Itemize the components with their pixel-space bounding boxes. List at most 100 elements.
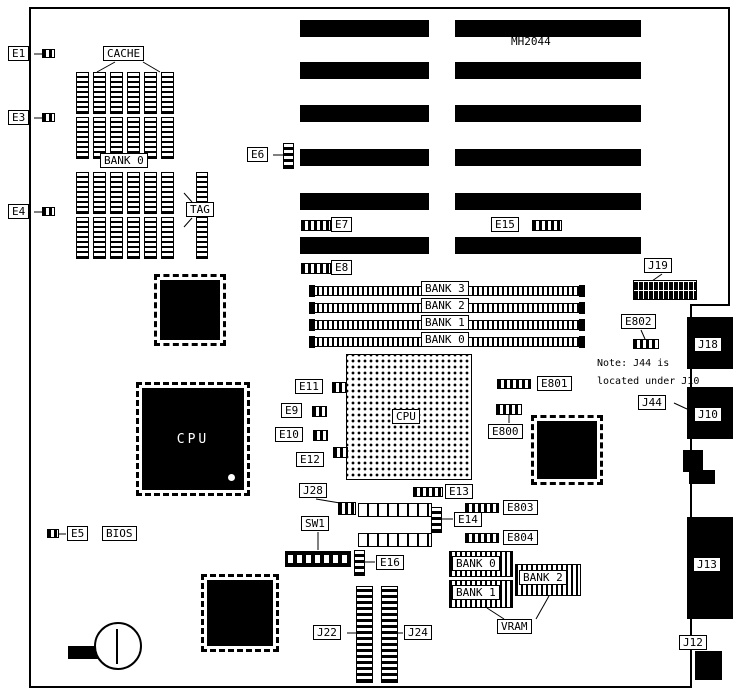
cache-chip bbox=[161, 72, 174, 114]
dip-switch-sw1 bbox=[285, 551, 351, 567]
jumper-e10 bbox=[313, 430, 328, 441]
label-e15: E15 bbox=[491, 217, 519, 232]
jumper-e14 bbox=[431, 507, 442, 533]
pin-header bbox=[358, 533, 432, 547]
isa-slot bbox=[300, 149, 429, 166]
simm-bank2-label: BANK 2 bbox=[421, 298, 469, 313]
isa-slot bbox=[455, 193, 641, 210]
label-j13: J13 bbox=[693, 557, 721, 572]
label-j44: J44 bbox=[638, 395, 666, 410]
battery-clip bbox=[68, 646, 98, 659]
jumper-e11 bbox=[332, 382, 347, 393]
isa-slot bbox=[455, 105, 641, 122]
label-e16: E16 bbox=[376, 555, 404, 570]
cache-chip bbox=[76, 217, 89, 259]
simm-bank0-label: BANK 0 bbox=[421, 332, 469, 347]
cache-chip bbox=[161, 172, 174, 214]
cpu-chip-qfp: CPU bbox=[136, 382, 250, 496]
label-bios: BIOS bbox=[102, 526, 137, 541]
cache-chip bbox=[93, 72, 106, 114]
edge-connector-small bbox=[683, 450, 703, 472]
cache-chip bbox=[161, 217, 174, 259]
label-e4: E4 bbox=[8, 204, 30, 219]
label-e801: E801 bbox=[537, 376, 572, 391]
note-line2: located under J10 bbox=[597, 376, 700, 387]
cache-chip bbox=[110, 217, 123, 259]
cache-chip bbox=[127, 172, 140, 214]
jumper-e13 bbox=[413, 487, 443, 497]
jumper-e8 bbox=[301, 263, 331, 274]
edge-connector-small bbox=[689, 470, 715, 484]
jumper-e15 bbox=[532, 220, 562, 231]
label-j28: J28 bbox=[299, 483, 327, 498]
qfp-chip bbox=[154, 274, 226, 346]
jumper-e3 bbox=[42, 113, 55, 122]
label-j19: J19 bbox=[644, 258, 672, 273]
label-e803: E803 bbox=[503, 500, 538, 515]
label-j12: J12 bbox=[679, 635, 707, 650]
jumper-e802 bbox=[633, 339, 659, 349]
label-e1: E1 bbox=[8, 46, 30, 61]
cpu-left-label: CPU bbox=[176, 431, 210, 447]
cache-chip bbox=[110, 72, 123, 114]
label-vram-bank0: BANK 0 bbox=[452, 556, 500, 571]
qfp-chip bbox=[531, 415, 603, 485]
label-e802: E802 bbox=[621, 314, 656, 329]
cache-chip bbox=[76, 72, 89, 114]
cache-chip bbox=[93, 117, 106, 159]
board-model: MH2044 bbox=[511, 35, 551, 48]
jumper-e804 bbox=[465, 533, 499, 543]
label-e7: E7 bbox=[331, 217, 353, 232]
simm-bank3-label: BANK 3 bbox=[421, 281, 469, 296]
jumper-e4 bbox=[42, 207, 55, 216]
label-e804: E804 bbox=[503, 530, 538, 545]
isa-slot bbox=[455, 237, 641, 254]
isa-slot bbox=[300, 20, 429, 37]
label-j10: J10 bbox=[694, 407, 722, 422]
cache-chip bbox=[93, 172, 106, 214]
label-e5: E5 bbox=[67, 526, 89, 541]
isa-slot bbox=[455, 20, 641, 37]
battery-contact bbox=[116, 629, 118, 664]
cache-chip bbox=[127, 217, 140, 259]
label-vram-bank1: BANK 1 bbox=[452, 585, 500, 600]
cache-chip bbox=[144, 217, 157, 259]
label-e800: E800 bbox=[488, 424, 523, 439]
pin1-marker bbox=[228, 474, 235, 481]
label-j24: J24 bbox=[404, 625, 432, 640]
label-j18: J18 bbox=[694, 337, 722, 352]
leader-lines bbox=[34, 53, 688, 634]
connector-j12 bbox=[695, 651, 722, 680]
label-tag: TAG bbox=[186, 202, 214, 217]
connector-j28 bbox=[338, 502, 356, 515]
connector-j22 bbox=[356, 586, 373, 683]
cache-chip bbox=[144, 117, 157, 159]
pin-header bbox=[358, 503, 432, 517]
isa-slot bbox=[300, 193, 429, 210]
cache-chip bbox=[93, 217, 106, 259]
isa-slot bbox=[300, 62, 429, 79]
jumper-e16 bbox=[354, 550, 365, 576]
label-sw1: SW1 bbox=[301, 516, 329, 531]
label-cache: CACHE bbox=[103, 46, 145, 61]
label-e12: E12 bbox=[296, 452, 324, 467]
battery bbox=[94, 622, 142, 670]
cache-chip bbox=[144, 72, 157, 114]
note-line1: Note: J44 is bbox=[597, 358, 670, 369]
jumper-e5 bbox=[47, 529, 59, 538]
label-e11: E11 bbox=[295, 379, 323, 394]
isa-slot bbox=[300, 105, 429, 122]
tag-chip bbox=[196, 217, 208, 259]
jumper-e9 bbox=[312, 406, 327, 417]
cache-chip bbox=[161, 117, 174, 159]
label-e9: E9 bbox=[281, 403, 303, 418]
cache-chip bbox=[110, 172, 123, 214]
cpu-main-label: CPU bbox=[392, 409, 420, 424]
cache-chip bbox=[76, 172, 89, 214]
jumper-e803 bbox=[465, 503, 499, 513]
label-e6: E6 bbox=[247, 147, 269, 162]
label-e14: E14 bbox=[454, 512, 482, 527]
label-cache-bank0: BANK 0 bbox=[100, 153, 148, 168]
jumper-e7 bbox=[301, 220, 331, 231]
